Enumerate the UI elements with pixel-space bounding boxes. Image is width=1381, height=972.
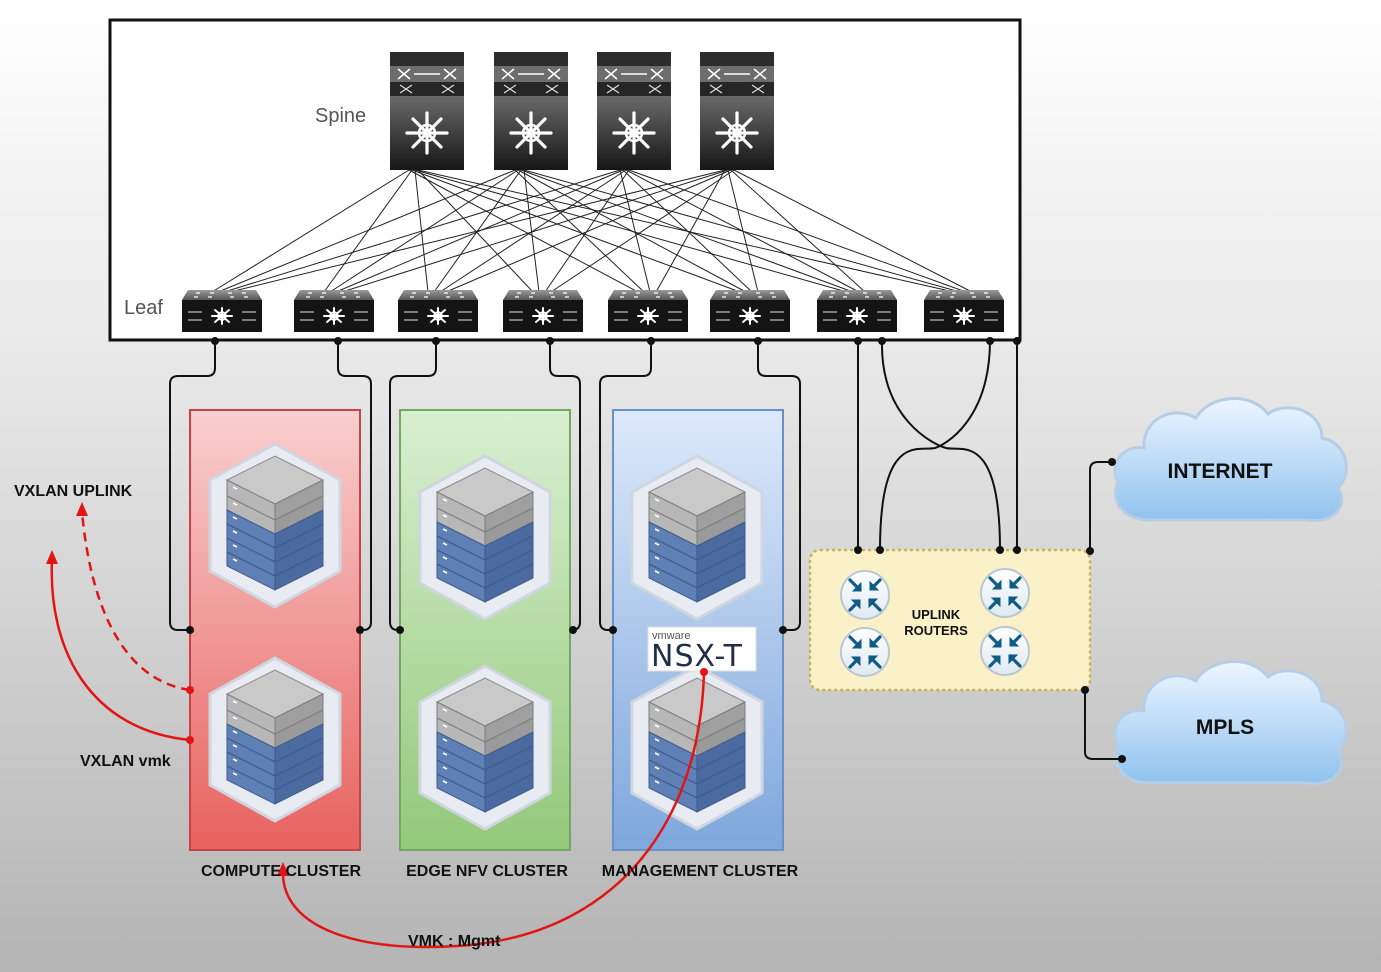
leaf-switch-icon (608, 290, 688, 332)
spine-leaf-link (517, 169, 747, 293)
uplink-routers-label-line1: UPLINK (912, 607, 961, 622)
leaf-switch-icon (924, 290, 1004, 332)
server-stack-icon (418, 664, 552, 831)
arrow-head (277, 862, 289, 876)
mpls-label: MPLS (1196, 716, 1254, 739)
spine-leaf-link (727, 169, 759, 293)
spine-leaf-link (408, 169, 639, 293)
vmk-mgmt-curve (281, 671, 706, 949)
spine-leaf-link (217, 169, 516, 293)
nsx-t-logo: vmware NSX-T (647, 626, 757, 674)
spine-leaf-links (211, 169, 973, 293)
spine-label: Spine (315, 105, 366, 127)
server-stack-icon (208, 442, 342, 609)
vmk-mgmt-label: VMK : Mgmt (408, 933, 501, 950)
spine-leaf-link (211, 169, 410, 293)
spine-leaf-link (730, 169, 866, 293)
spine-leaf-link (323, 169, 413, 293)
vxlan-annotations (50, 511, 706, 949)
router-icon (979, 567, 1031, 619)
server-stack-icon (630, 454, 764, 621)
spine-switch-icon (494, 52, 568, 170)
leaf-switch-icon (817, 290, 897, 332)
spine-leaf-link (550, 169, 735, 293)
spine-leaf-link (229, 169, 726, 293)
spine-leaf-link (733, 169, 973, 293)
spine-leaf-link (329, 169, 519, 293)
spine-leaf-link (619, 169, 651, 293)
router-icon (979, 625, 1031, 677)
server-stack-icon (630, 664, 764, 831)
leaf-switch-icon (710, 290, 790, 332)
nsx-vendor-label: vmware (652, 630, 691, 642)
cloud-wires (1084, 461, 1122, 760)
spine-leaf-link (655, 169, 726, 293)
spine-leaf-link (544, 169, 630, 293)
leaf-label: Leaf (124, 297, 163, 319)
spine-leaf-link (514, 169, 645, 293)
leaf-switch-icon (182, 290, 262, 332)
server-stack-icon (418, 454, 552, 621)
nsx-product-label: NSX-T (651, 639, 743, 674)
arrow-head (46, 550, 58, 564)
server-stack-icon (208, 656, 342, 823)
router-icon (839, 569, 891, 621)
spine-switch-icon (700, 52, 774, 170)
leaf-switch-icon (398, 290, 478, 332)
edge-cluster-label: EDGE NFV CLUSTER (406, 863, 568, 880)
management-cluster-label: MANAGEMENT CLUSTER (602, 863, 799, 880)
vxlan-uplink-label: VXLAN UPLINK (14, 483, 133, 500)
cluster-wires (169, 340, 801, 631)
wire-junctions (186, 337, 1021, 634)
internet-label: INTERNET (1168, 460, 1273, 483)
spine-leaf-link (445, 169, 732, 293)
router-icon (839, 626, 891, 678)
uplink-wires (857, 339, 1018, 551)
leaf-switch-icon (294, 290, 374, 332)
spine-switch-icon (597, 52, 671, 170)
vxlan-uplink-curve (80, 511, 191, 692)
compute-cluster-label: COMPUTE CLUSTER (201, 863, 361, 880)
spine-leaf-link (439, 169, 627, 293)
leaf-switch-icon (503, 290, 583, 332)
arrow-head (76, 502, 88, 516)
uplink-routers-label-line2: ROUTERS (904, 623, 968, 638)
vxlan-vmk-label: VXLAN vmk (80, 753, 171, 770)
spine-switch-icon (390, 52, 464, 170)
spine-leaf-link (523, 169, 540, 293)
spine-leaf-link (223, 169, 621, 293)
vxlan-vmk-curve (50, 559, 191, 742)
spine-leaf-link (341, 169, 729, 293)
